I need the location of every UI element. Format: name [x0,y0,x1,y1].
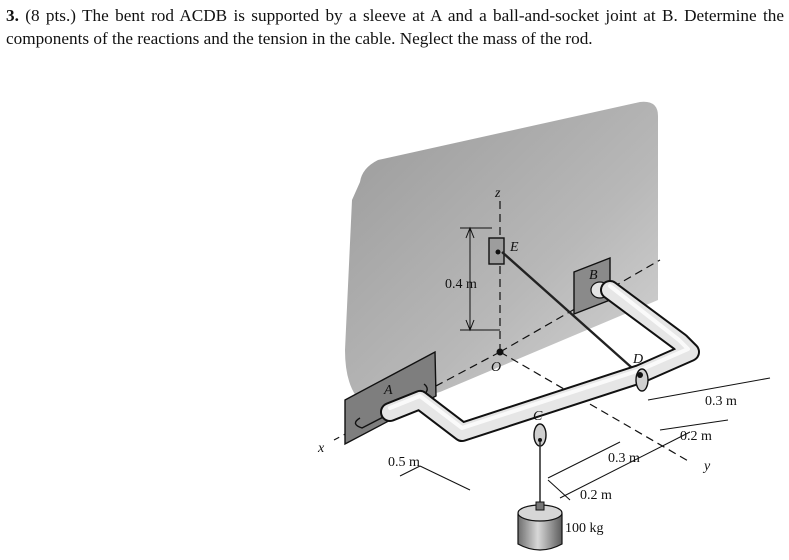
bracket-e [488,237,505,265]
label-b: B [589,268,598,283]
dim-label-d-y: 0.2 m [680,429,712,444]
label-x: x [317,441,325,456]
label-e: E [509,240,519,255]
label-a: A [383,383,393,398]
label-z: z [494,186,501,201]
dim-lines [399,377,771,501]
problem-statement: 3. (8 pts.) The bent rod ACDB is support… [6,4,784,50]
label-d: D [632,352,643,367]
load-label: 100 kg [565,521,604,536]
collar-c [533,423,547,447]
dim-label-a-offset: 0.5 m [388,455,420,470]
problem-text: The bent rod ACDB is supported by a slee… [6,6,784,48]
label-y: y [702,459,711,474]
label-o: O [491,360,501,375]
problem-number: 3. [6,6,19,25]
label-c: C [533,409,543,424]
y-axis [499,351,691,463]
dim-e-height [460,226,500,332]
dim-label-c-y: 0.2 m [580,488,612,503]
collar-d [635,368,649,392]
problem-points: (8 pts.) [25,6,76,25]
dim-label-e-height: 0.4 m [445,277,477,292]
dim-label-d-x: 0.3 m [705,394,737,409]
cable-ed [501,251,641,376]
weight-block [517,501,563,551]
dim-label-c-x: 0.3 m [608,451,640,466]
point-o [496,348,504,356]
